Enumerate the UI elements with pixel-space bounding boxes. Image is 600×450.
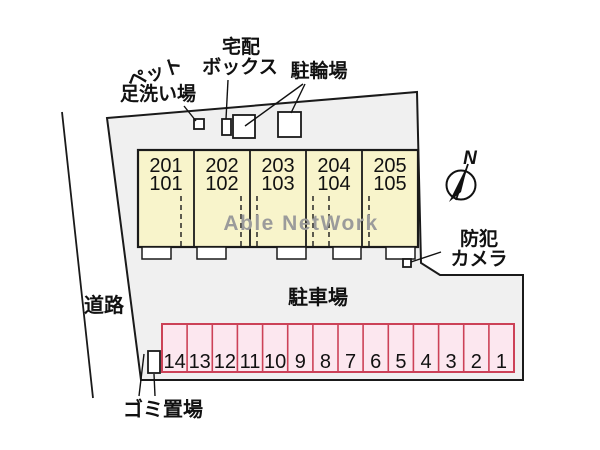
pet-wash-leader-line xyxy=(183,105,197,122)
parking-space-number: 9 xyxy=(295,351,306,373)
unit-number-lower: 102 xyxy=(205,173,238,195)
porch xyxy=(196,246,227,260)
porch xyxy=(141,246,172,260)
bicycle-parking-area-1 xyxy=(232,114,256,139)
parking-space-number: 14 xyxy=(163,351,185,373)
parking-space-number: 3 xyxy=(446,351,457,373)
unit-number-lower: 101 xyxy=(149,173,182,195)
delivery-box xyxy=(221,118,232,136)
security-camera-label-line2: カメラ xyxy=(450,248,507,270)
compass: N xyxy=(445,148,478,202)
compass-needle xyxy=(449,164,468,202)
bicycle-parking-area-2 xyxy=(277,111,302,138)
parking-lot-label: 駐車場 xyxy=(288,285,348,309)
north-label: N xyxy=(463,148,478,169)
bicycle-leader-line-2 xyxy=(290,83,306,114)
unit-number-lower: 105 xyxy=(373,173,406,195)
pet-wash-label-line2: 足洗い場 xyxy=(120,82,196,105)
security-camera xyxy=(402,258,412,268)
garbage-area xyxy=(147,350,161,374)
road-label: 道路 xyxy=(84,293,125,317)
parking-area: 14 13 12 11 10 9 8 7 6 5 4 3 2 1 xyxy=(161,323,515,373)
road-outer-line xyxy=(61,111,94,399)
delivery-box-label-line2: ボックス xyxy=(202,56,277,78)
parking-space-number: 13 xyxy=(189,351,211,373)
parking-space-number: 1 xyxy=(496,351,507,373)
garbage-leader-line-1 xyxy=(138,353,145,397)
garbage-area-label: ゴミ置場 xyxy=(123,397,203,421)
building xyxy=(136,148,420,249)
unit-number-upper: 205 xyxy=(373,155,406,177)
unit-number-upper: 203 xyxy=(261,155,294,177)
parking-space-number: 5 xyxy=(395,351,406,373)
unit-number-lower: 103 xyxy=(261,173,294,195)
unit-number-lower: 104 xyxy=(317,173,350,195)
bicycle-leader-line-1 xyxy=(244,83,304,127)
porch xyxy=(332,246,362,260)
porch xyxy=(385,246,416,260)
unit-number-upper: 201 xyxy=(149,155,182,177)
bicycle-parking-label: 駐輪場 xyxy=(290,59,347,82)
parking-space-number: 6 xyxy=(370,351,381,373)
unit-number-upper: 204 xyxy=(317,155,350,177)
garbage-leader-line-2 xyxy=(153,373,156,397)
parking-space-number: 2 xyxy=(471,351,482,373)
pet-wash-station xyxy=(193,118,205,130)
unit-numbers: 201 101 202 102 203 103 204 104 205 105 xyxy=(149,155,406,195)
compass-circle xyxy=(445,169,477,201)
delivery-box-leader-line xyxy=(225,79,229,120)
parking-space-number: 4 xyxy=(420,351,431,373)
parking-space-number: 7 xyxy=(345,351,356,373)
camera-leader-line xyxy=(410,251,442,263)
parking-space-number: 11 xyxy=(240,351,261,373)
compass-needle-edge xyxy=(455,163,469,201)
parking-space-number: 8 xyxy=(320,351,331,373)
parking-space-number: 12 xyxy=(214,351,236,373)
delivery-box-label-line1: 宅配 xyxy=(222,35,260,58)
unit-number-upper: 202 xyxy=(205,155,238,177)
security-camera-label-line1: 防犯 xyxy=(460,227,498,250)
watermark-text: Able NetWork xyxy=(223,212,378,235)
parking-space-number: 10 xyxy=(264,351,286,373)
porch xyxy=(276,246,307,260)
